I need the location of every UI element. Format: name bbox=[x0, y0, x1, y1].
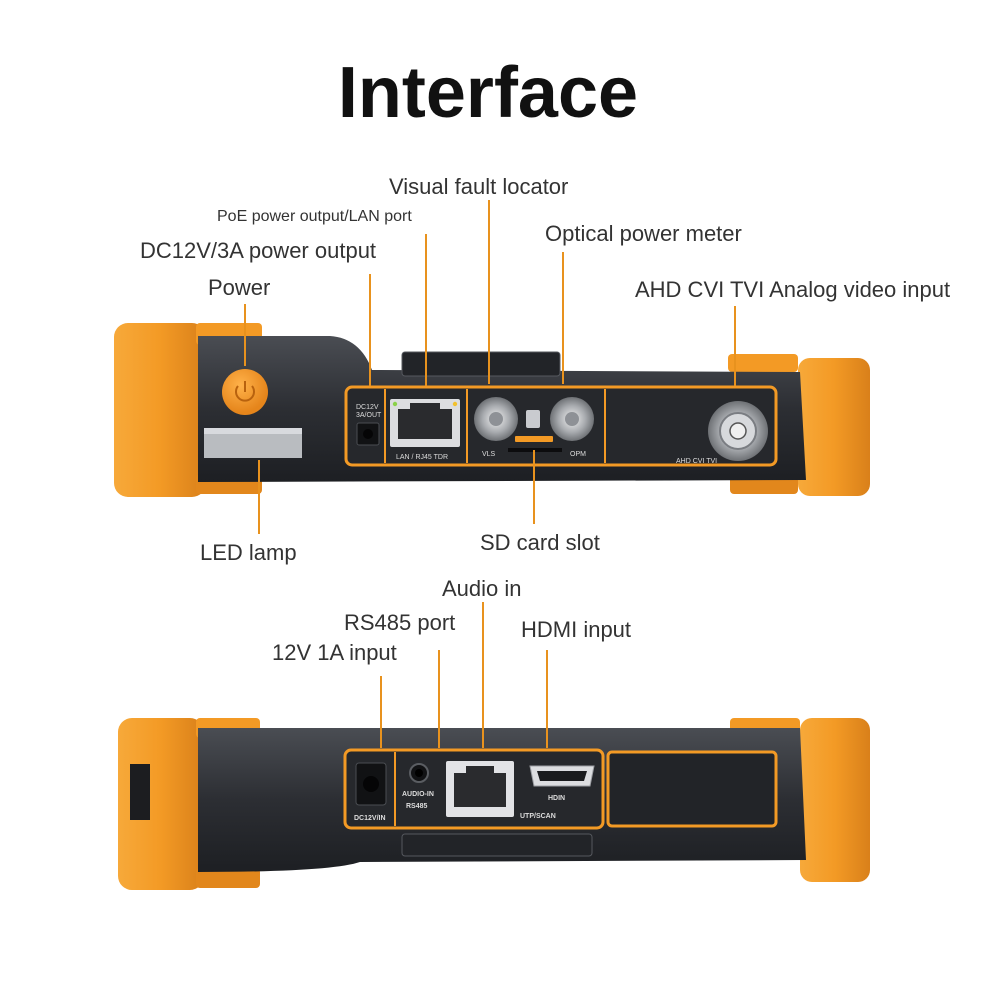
utp-port-tab bbox=[466, 766, 494, 774]
top-device: DC12V 3A/OUT LAN / RJ45 TDR VLS OPM AHD … bbox=[114, 200, 870, 534]
dc-input-jack-hole bbox=[363, 776, 379, 792]
label-optical-power-meter: Optical power meter bbox=[545, 221, 742, 246]
hdmi-port-socket bbox=[537, 771, 587, 781]
dc-out-print-2: 3A/OUT bbox=[356, 412, 382, 419]
sd-card-slot[interactable] bbox=[515, 436, 553, 442]
label-poe-lan-port: PoE power output/LAN port bbox=[217, 208, 412, 225]
dc-in-print: DC12V/IN bbox=[354, 815, 386, 822]
lan-print: LAN / RJ45 TDR bbox=[396, 454, 448, 461]
right-bumper-bottom bbox=[730, 476, 798, 494]
lanyard-slot bbox=[130, 764, 150, 820]
opm-port-core bbox=[565, 412, 579, 426]
label-rs485-port: RS485 port bbox=[344, 610, 456, 635]
right-bumper bbox=[798, 358, 870, 496]
led-lamp-highlight bbox=[204, 428, 302, 434]
audio-in-jack-hole bbox=[415, 769, 423, 777]
hdmi-print: HDIN bbox=[548, 795, 565, 802]
label-hdmi-input: HDMI input bbox=[521, 617, 632, 642]
lan-led-right bbox=[452, 401, 458, 407]
vls-print: VLS bbox=[482, 451, 496, 458]
left-bumper bbox=[114, 323, 206, 497]
lan-port-socket bbox=[398, 409, 452, 439]
opm-print: OPM bbox=[570, 451, 586, 458]
sd-card-icon bbox=[526, 410, 540, 428]
label-led-lamp: LED lamp bbox=[200, 540, 297, 565]
right-bumper-b bbox=[800, 718, 870, 882]
dc-output-jack-hole bbox=[363, 429, 373, 439]
label-audio-in: Audio in bbox=[442, 576, 522, 601]
lan-led-left bbox=[392, 401, 398, 407]
label-visual-fault-locator: Visual fault locator bbox=[389, 174, 569, 199]
utp-port-socket bbox=[454, 773, 506, 807]
label-power: Power bbox=[208, 275, 271, 300]
right-bumper-top bbox=[728, 354, 798, 372]
dc-out-print-1: DC12V bbox=[356, 404, 379, 411]
vls-port-core bbox=[489, 412, 503, 426]
bottom-clip bbox=[401, 833, 593, 857]
top-clip bbox=[401, 351, 561, 377]
label-analog-video-input: AHD CVI TVI Analog video input bbox=[635, 277, 951, 302]
left-bumper-b-bottom bbox=[196, 868, 260, 888]
bottom-device: DC12V/IN AUDIO-IN RS485 UTP/SCAN HDIN bbox=[118, 602, 870, 890]
page-title: Interface bbox=[337, 53, 639, 133]
lan-port-tab bbox=[410, 403, 440, 409]
ahd-print: AHD CVI TVI bbox=[676, 458, 717, 465]
audio-in-print: AUDIO-IN bbox=[402, 791, 434, 798]
utp-print: UTP/SCAN bbox=[520, 813, 556, 820]
blank-panel bbox=[606, 750, 778, 828]
bnc-connector-pin bbox=[729, 422, 747, 440]
label-dc-power-output: DC12V/3A power output bbox=[140, 238, 377, 263]
power-icon bbox=[235, 385, 255, 402]
label-sd-card-slot: SD card slot bbox=[480, 530, 600, 555]
rs485-print: RS485 bbox=[406, 803, 428, 810]
label-12v-input: 12V 1A input bbox=[272, 640, 397, 665]
left-bumper-b bbox=[118, 718, 204, 890]
